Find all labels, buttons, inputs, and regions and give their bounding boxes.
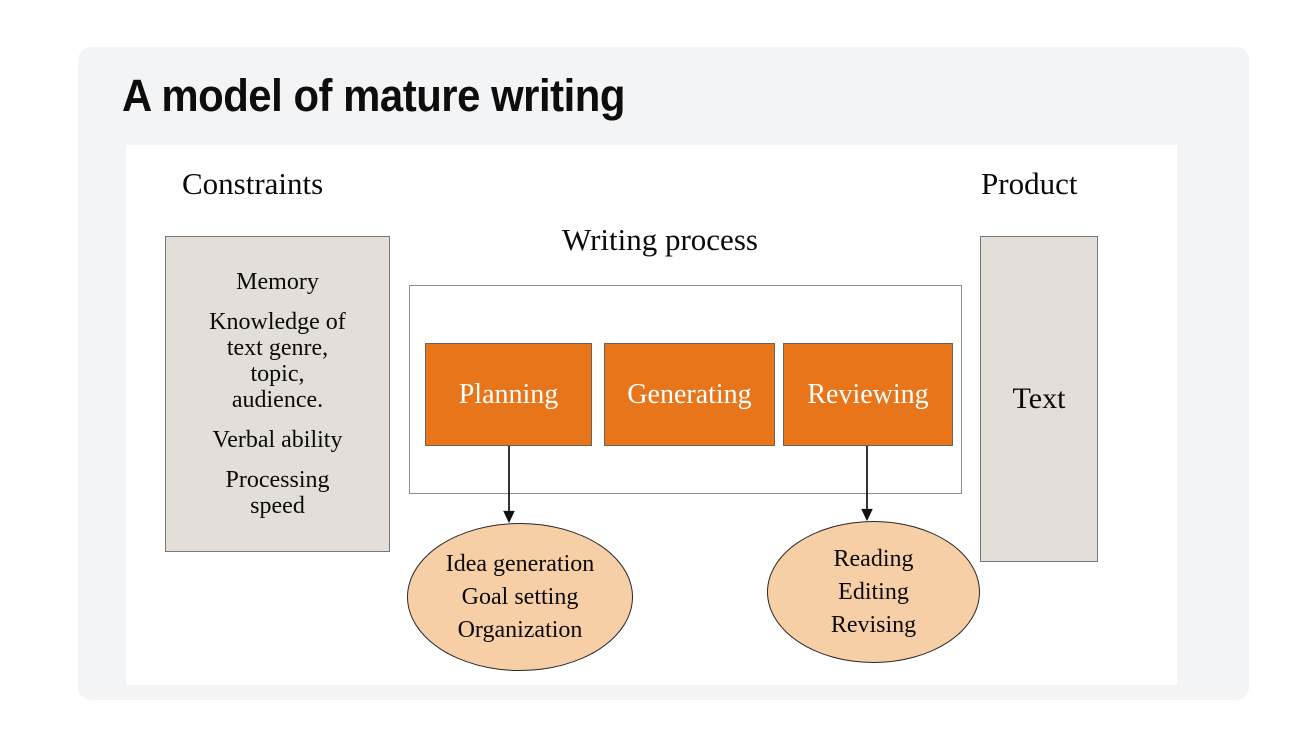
caption-writing-process: Writing process [562, 222, 758, 257]
product-panel: Text [980, 236, 1098, 562]
sub-process-line-revising: Revising [830, 612, 917, 638]
sub-process-ellipse-reviewing[interactable]: Reading Editing Revising [767, 521, 980, 663]
page-title: A model of mature writing [122, 70, 625, 121]
constraints-list: Memory Knowledge of text genre, topic, a… [166, 237, 389, 551]
product-panel-label: Text [1012, 382, 1066, 415]
sub-process-line-reading: Reading [833, 546, 914, 572]
caption-product: Product [981, 166, 1078, 201]
caption-constraints: Constraints [182, 166, 324, 201]
stage-box-reviewing[interactable]: Reviewing [783, 343, 953, 446]
stage-box-planning[interactable]: Planning [425, 343, 592, 446]
constraint-item-knowledge: Knowledge of text genre, topic, audience… [209, 309, 346, 413]
slide-card: A model of mature writing Constraints Wr… [78, 47, 1249, 700]
diagram-canvas: Constraints Writing process Product Memo… [126, 145, 1177, 685]
constraint-item-verbal-ability: Verbal ability [212, 427, 343, 453]
constraint-item-processing-speed: Processing speed [225, 467, 330, 519]
sub-process-line-goal-setting: Goal setting [461, 584, 579, 610]
sub-process-line-organization: Organization [457, 617, 583, 643]
sub-process-ellipse-planning[interactable]: Idea generation Goal setting Organizatio… [407, 523, 633, 671]
constraints-panel: Memory Knowledge of text genre, topic, a… [165, 236, 390, 552]
constraint-item-memory: Memory [236, 269, 319, 295]
sub-process-line-editing: Editing [838, 579, 909, 605]
stage-box-generating[interactable]: Generating [604, 343, 775, 446]
sub-process-line-idea-generation: Idea generation [445, 551, 595, 577]
